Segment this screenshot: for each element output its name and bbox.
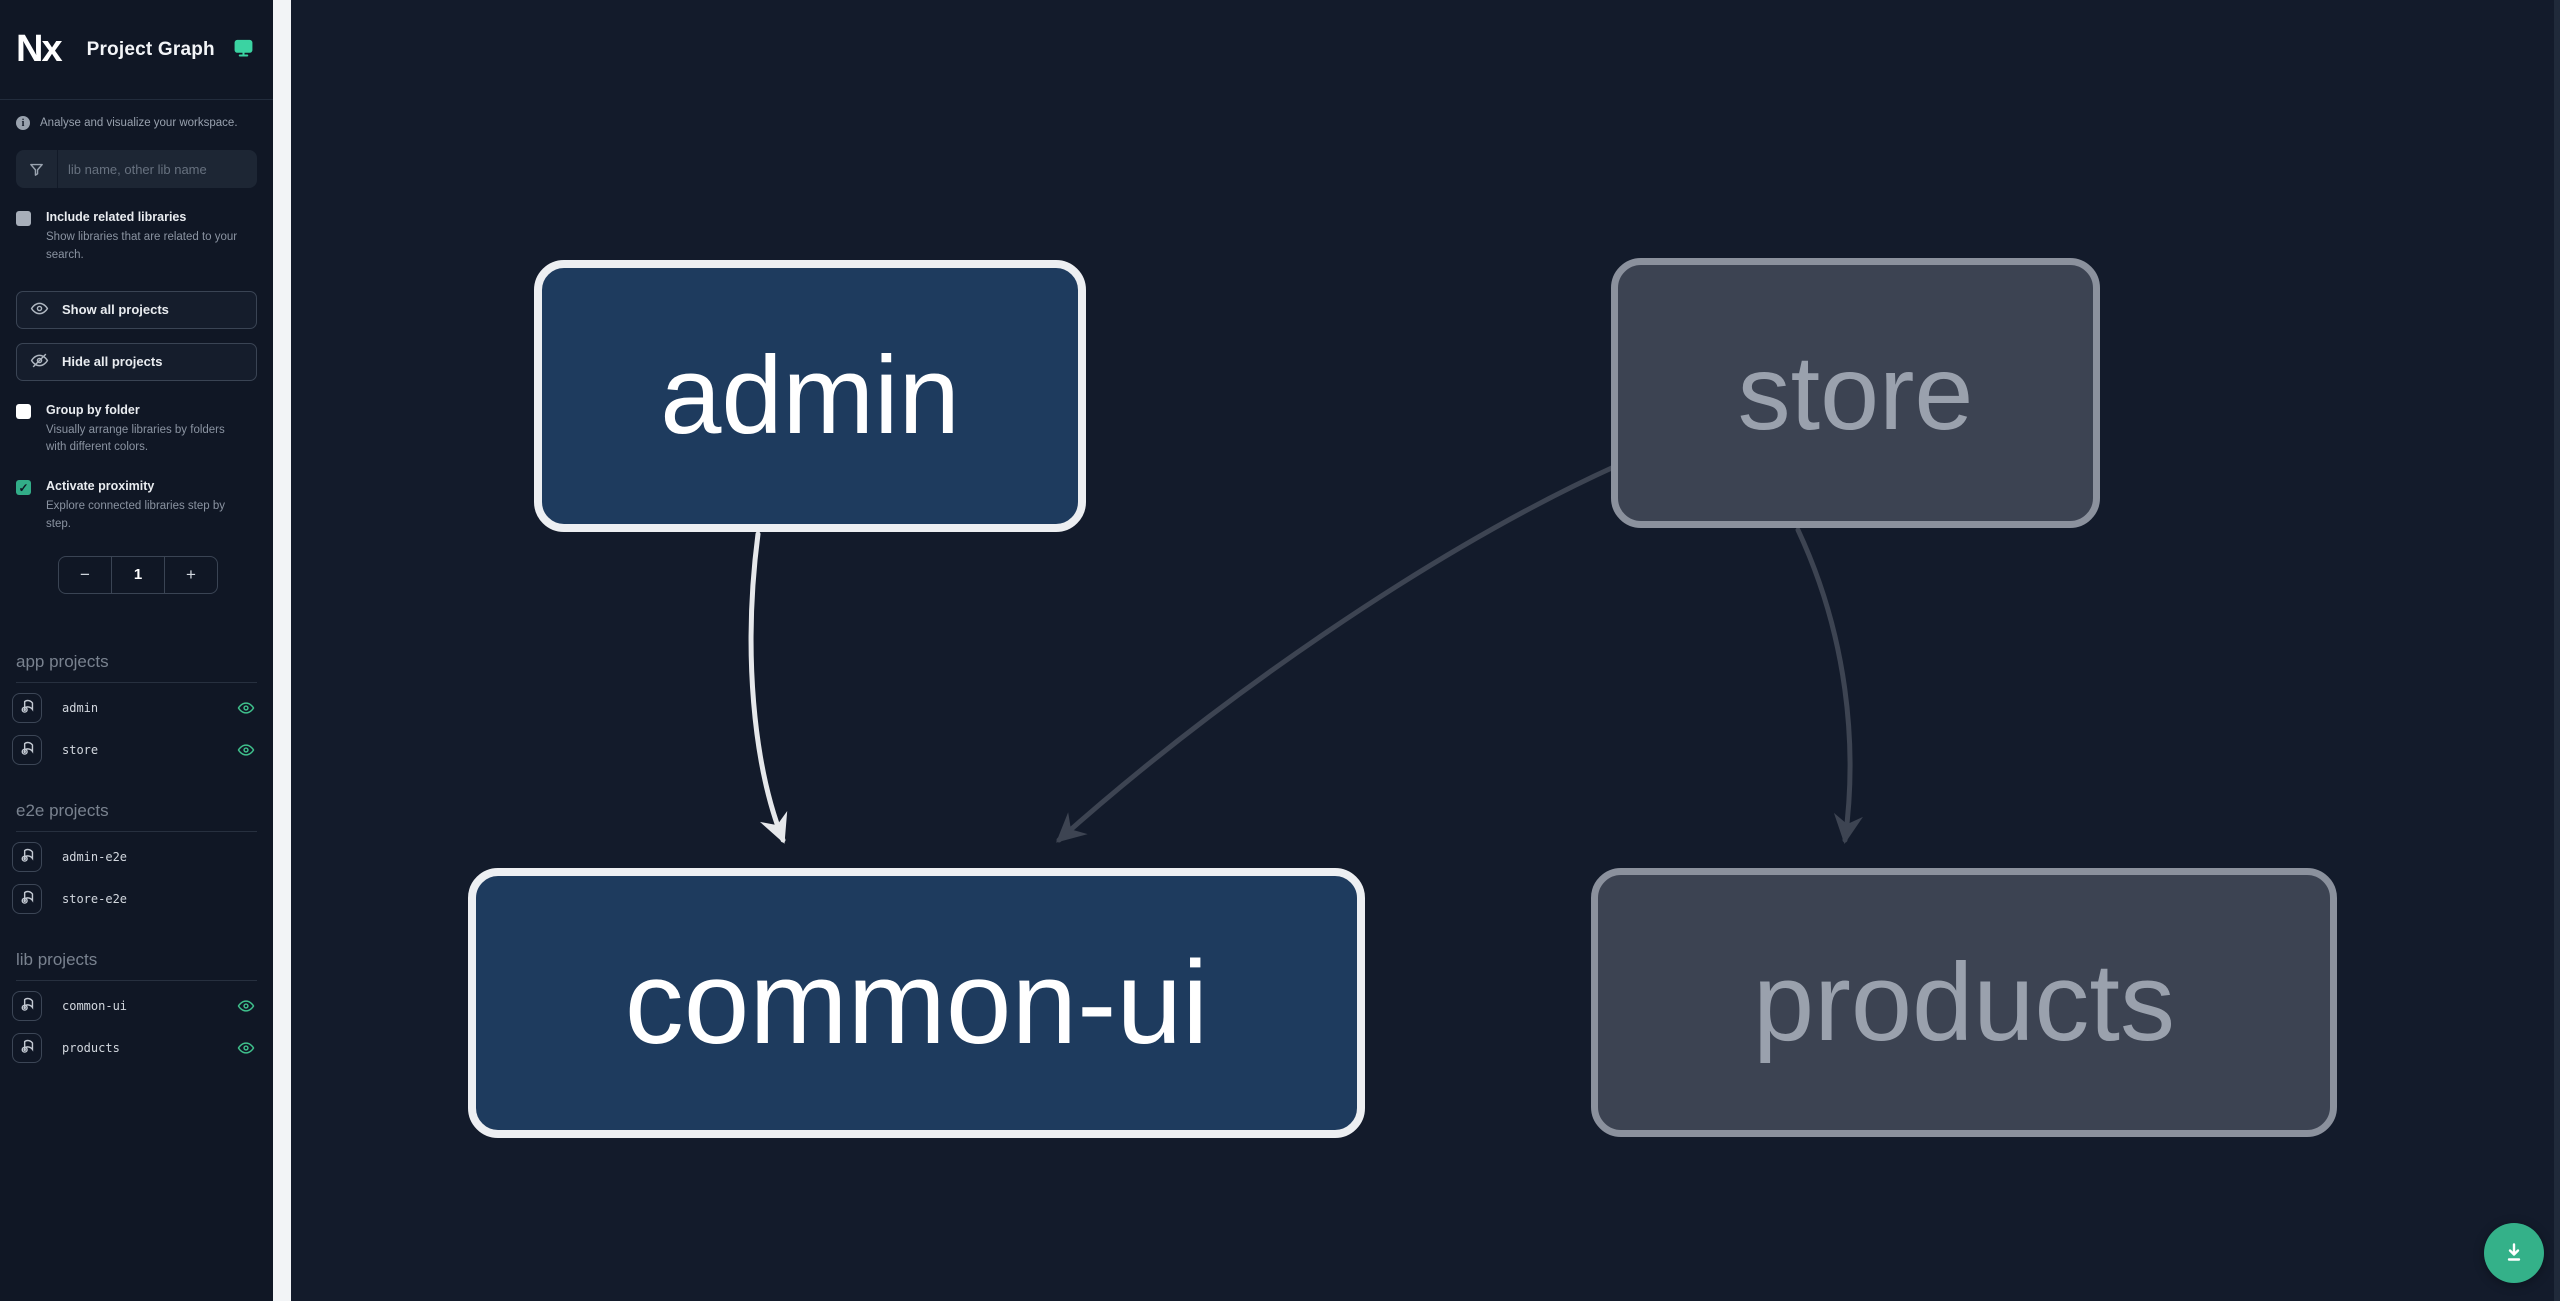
project-name[interactable]: store-e2e xyxy=(62,891,128,906)
project-row-admin-e2e: admin-e2e xyxy=(12,840,257,874)
section-title: e2e projects xyxy=(16,801,257,832)
section-e2e-projects: e2e projects admin-e2e xyxy=(12,801,257,916)
project-name[interactable]: admin-e2e xyxy=(62,849,128,864)
option-include-related: Include related libraries Show libraries… xyxy=(16,210,257,265)
project-name[interactable]: common-ui xyxy=(62,998,128,1013)
proximity-stepper: − 1 + xyxy=(58,555,218,594)
panel-resizer[interactable] xyxy=(273,0,291,1301)
section-title: app projects xyxy=(16,652,257,683)
nx-logo[interactable]: Nx xyxy=(16,28,63,71)
project-row-admin: admin xyxy=(12,691,257,725)
activate-proximity-label[interactable]: Activate proximity xyxy=(46,479,155,494)
proximity-increment-button[interactable]: + xyxy=(165,557,217,593)
focus-button[interactable] xyxy=(12,734,42,765)
visibility-eye-icon[interactable] xyxy=(237,997,255,1015)
project-name[interactable]: products xyxy=(62,1040,120,1055)
graph-node-admin[interactable]: admin xyxy=(534,260,1086,532)
focus-icon xyxy=(19,996,36,1016)
group-by-folder-label[interactable]: Group by folder xyxy=(46,402,140,417)
project-name[interactable]: admin xyxy=(62,700,99,715)
info-icon: i xyxy=(16,116,30,130)
graph-node-common-ui[interactable]: common-ui xyxy=(468,868,1365,1138)
focus-icon xyxy=(19,698,36,718)
show-all-projects-button[interactable]: Show all projects xyxy=(16,290,257,329)
graph-edges xyxy=(748,463,1863,844)
project-row-common-ui: common-ui xyxy=(12,989,257,1023)
section-title: lib projects xyxy=(16,950,257,981)
include-related-checkbox[interactable] xyxy=(16,211,31,226)
activate-proximity-checkbox[interactable] xyxy=(16,480,31,496)
include-related-description: Show libraries that are related to your … xyxy=(46,231,238,261)
visibility-eye-icon[interactable] xyxy=(237,1039,255,1057)
activate-proximity-description: Explore connected libraries step by step… xyxy=(46,500,225,531)
graph-node-products[interactable]: products xyxy=(1591,868,2337,1137)
project-row-products: products xyxy=(12,1031,257,1065)
focus-icon xyxy=(19,740,36,760)
workspace-hint-text: Analyse and visualize your workspace. xyxy=(40,117,238,129)
option-activate-proximity: Activate proximity Explore connected lib… xyxy=(16,479,257,534)
filter-box xyxy=(16,150,257,188)
focus-icon xyxy=(19,1038,36,1058)
option-group-by-folder: Group by folder Visually arrange librari… xyxy=(16,403,257,458)
nx-logo-text: Nx xyxy=(16,28,63,70)
edge-store-common-ui xyxy=(1056,463,1619,843)
download-image-button[interactable] xyxy=(2484,1223,2544,1283)
focus-button[interactable] xyxy=(12,883,42,914)
show-all-projects-label: Show all projects xyxy=(62,302,169,318)
scrollbar-track[interactable] xyxy=(2554,0,2560,1301)
sidebar-header: Nx Project Graph xyxy=(0,0,273,100)
group-by-folder-checkbox[interactable] xyxy=(16,403,31,419)
theme-monitor-button[interactable] xyxy=(233,38,254,61)
focus-button[interactable] xyxy=(12,1032,42,1063)
include-related-label[interactable]: Include related libraries xyxy=(46,210,187,224)
focus-button[interactable] xyxy=(12,692,42,723)
eye-slash-icon xyxy=(30,351,49,373)
sidebar: Nx Project Graph i Analyse and visualize… xyxy=(0,0,273,1301)
section-app-projects: app projects admin xyxy=(12,652,257,767)
group-by-folder-description: Visually arrange libraries by folders wi… xyxy=(46,423,225,454)
section-lib-projects: lib projects common-ui xyxy=(12,950,257,1065)
focus-button[interactable] xyxy=(12,841,42,872)
edge-store-products xyxy=(1795,527,1863,844)
graph-node-store[interactable]: store xyxy=(1611,258,2100,528)
download-icon xyxy=(2502,1240,2526,1267)
hide-all-projects-label: Hide all projects xyxy=(62,354,163,370)
graph-canvas[interactable]: admin store common-ui products xyxy=(291,0,2560,1301)
project-row-store: store xyxy=(12,733,257,767)
focus-button[interactable] xyxy=(12,990,42,1021)
proximity-value: 1 xyxy=(111,556,165,593)
edge-admin-common-ui xyxy=(748,531,788,844)
hide-all-projects-button[interactable]: Hide all projects xyxy=(16,342,257,381)
visibility-eye-icon[interactable] xyxy=(237,741,255,759)
page-title: Project Graph xyxy=(86,38,215,60)
visibility-eye-icon[interactable] xyxy=(237,699,255,717)
focus-icon xyxy=(19,847,36,867)
project-row-store-e2e: store-e2e xyxy=(12,882,257,916)
filter-input[interactable] xyxy=(58,161,257,177)
focus-icon xyxy=(19,889,36,909)
proximity-decrement-button[interactable]: − xyxy=(59,557,111,593)
project-name[interactable]: store xyxy=(62,742,99,757)
monitor-icon xyxy=(233,38,254,61)
workspace-hint: i Analyse and visualize your workspace. xyxy=(0,100,273,136)
filter-icon xyxy=(16,150,58,188)
eye-icon xyxy=(30,299,49,321)
